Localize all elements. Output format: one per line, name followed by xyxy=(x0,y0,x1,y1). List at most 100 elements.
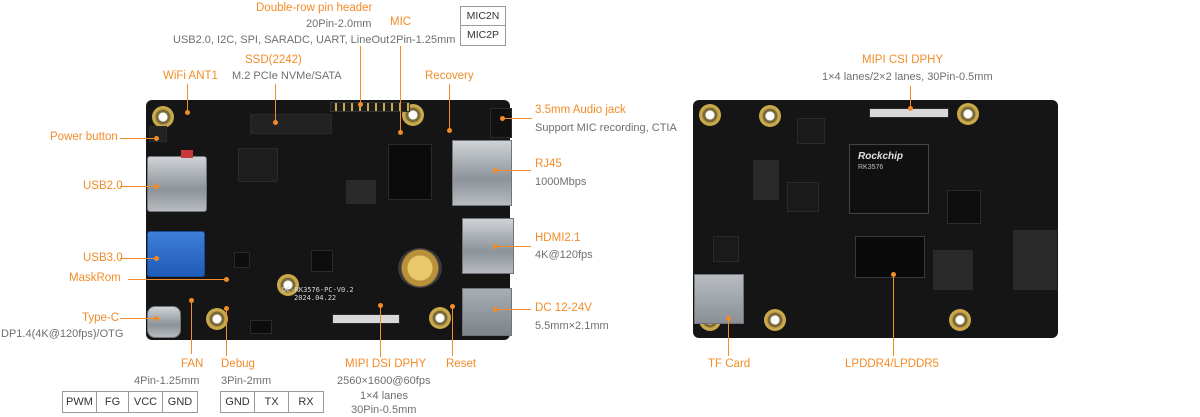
double-row-header-label: Double-row pin header xyxy=(256,2,373,14)
lpddr-label: LPDDR4/LPDDR5 xyxy=(845,358,939,370)
leader-line xyxy=(191,300,192,354)
mount-hole xyxy=(152,106,174,128)
double-row-header-spec: 20Pin-2.0mm xyxy=(306,18,372,30)
leader-line xyxy=(120,318,156,319)
fan-pin: VCC xyxy=(129,392,163,412)
leader-line xyxy=(120,138,156,139)
debug-label: Debug xyxy=(221,358,255,370)
smd-cluster xyxy=(933,250,973,290)
smd-cluster xyxy=(346,180,376,204)
front-board: DC-RK3576-PC-V0.2 2024.04.22 xyxy=(146,100,510,340)
leader-dot xyxy=(154,184,159,189)
chip-h xyxy=(713,236,739,262)
mount-hole xyxy=(429,307,451,329)
mic-pin: MIC2P xyxy=(466,29,500,41)
double-row-pin-header xyxy=(330,102,410,112)
leader-dot xyxy=(358,102,363,107)
wifi-label: WiFi ANT1 xyxy=(163,70,218,82)
leader-dot xyxy=(154,256,159,261)
leader-dot xyxy=(908,106,913,111)
back-board: Rockchip RK3576 xyxy=(693,100,1058,338)
mount-hole xyxy=(957,103,979,125)
tf-card-label: TF Card xyxy=(708,358,751,370)
ssd-label: SSD(2242) xyxy=(245,54,302,66)
chip-g xyxy=(797,118,825,144)
dc-spec: 5.5mm×2.1mm xyxy=(535,320,609,332)
hdmi-label: HDMI2.1 xyxy=(535,232,581,244)
leader-line xyxy=(728,318,729,356)
leader-dot xyxy=(189,298,194,303)
usb3-label: USB3.0 xyxy=(83,252,123,264)
chip-d xyxy=(234,252,250,268)
soc-model-print: RK3576 xyxy=(858,164,884,171)
leader-dot xyxy=(185,110,190,115)
fan-pin: FG xyxy=(97,392,129,412)
hdmi-spec: 4K@120fps xyxy=(535,249,593,261)
leader-line xyxy=(120,258,156,259)
fan-pin: PWM xyxy=(63,392,97,412)
pmic-chip xyxy=(947,190,981,224)
dc-label: DC 12-24V xyxy=(535,302,592,314)
maskrom-label: MaskRom xyxy=(69,272,121,284)
ssd-spec: M.2 PCIe NVMe/SATA xyxy=(232,70,342,82)
usb3-port xyxy=(147,231,205,277)
leader-dot xyxy=(493,307,498,312)
rj45-label: RJ45 xyxy=(535,158,562,170)
debug-spec: 3Pin-2mm xyxy=(221,375,272,387)
debug-pin: TX xyxy=(255,392,289,412)
leader-line xyxy=(380,305,381,357)
audio-label: 3.5mm Audio jack xyxy=(535,104,626,116)
debug-pin-table: GND TX RX xyxy=(220,391,324,413)
mount-hole xyxy=(949,309,971,331)
debug-pin: RX xyxy=(298,396,314,408)
leader-line xyxy=(360,46,361,104)
chip-b xyxy=(388,144,432,200)
mipi-csi-label: MIPI CSI DPHY xyxy=(862,54,944,66)
mipi-csi-spec: 1×4 lanes/2×2 lanes, 30Pin-0.5mm xyxy=(822,71,993,83)
usb2-label: USB2.0 xyxy=(83,180,123,192)
red-button xyxy=(181,150,193,158)
chip-e xyxy=(250,320,272,334)
leader-dot xyxy=(500,116,505,121)
leader-dot xyxy=(891,272,896,277)
mipi-dsi-label: MIPI DSI DPHY xyxy=(345,358,427,370)
leader-line xyxy=(275,84,276,122)
typec-label: Type-C xyxy=(82,312,120,324)
leader-line xyxy=(120,186,156,187)
leader-dot xyxy=(224,306,229,311)
mipi-dsi-spec-resolution: 2560×1600@60fps xyxy=(337,375,431,387)
leader-dot xyxy=(378,303,383,308)
leader-dot xyxy=(398,130,403,135)
side-connector xyxy=(1013,230,1057,290)
mount-hole xyxy=(699,104,721,126)
soc-chip: Rockchip RK3576 xyxy=(849,144,929,214)
fan-pin-table: PWM FG VCC GND xyxy=(62,391,198,413)
ssd-slot xyxy=(250,114,332,134)
leader-line xyxy=(400,46,401,132)
recovery-label: Recovery xyxy=(425,70,474,82)
chip-a xyxy=(238,148,278,182)
mipi-dsi-spec-connector: 30Pin-0.5mm xyxy=(351,404,417,416)
coin-battery xyxy=(398,248,442,288)
leader-line xyxy=(226,308,227,356)
debug-pin: GND xyxy=(221,392,255,412)
leader-dot xyxy=(726,316,731,321)
mic-pin-table: MIC2N MIC2P xyxy=(460,6,506,46)
soc-brand-print: Rockchip xyxy=(858,151,904,162)
tf-card-slot xyxy=(694,274,744,324)
typec-port xyxy=(147,306,181,338)
leader-dot xyxy=(450,304,455,309)
leader-dot xyxy=(493,244,498,249)
fan-pin: GND xyxy=(167,396,193,408)
mount-hole xyxy=(759,105,781,127)
leader-line xyxy=(495,309,531,310)
chip-c xyxy=(311,250,333,272)
typec-spec: DP1.4(4K@120fps)/OTG xyxy=(1,328,124,340)
mic-pin: MIC2N xyxy=(461,7,505,26)
leader-line xyxy=(187,84,188,112)
lpddr-chip xyxy=(855,236,925,278)
leader-line xyxy=(128,279,226,280)
leader-line xyxy=(893,274,894,356)
mipi-dsi-connector xyxy=(332,314,400,324)
audio-jack xyxy=(490,108,512,138)
